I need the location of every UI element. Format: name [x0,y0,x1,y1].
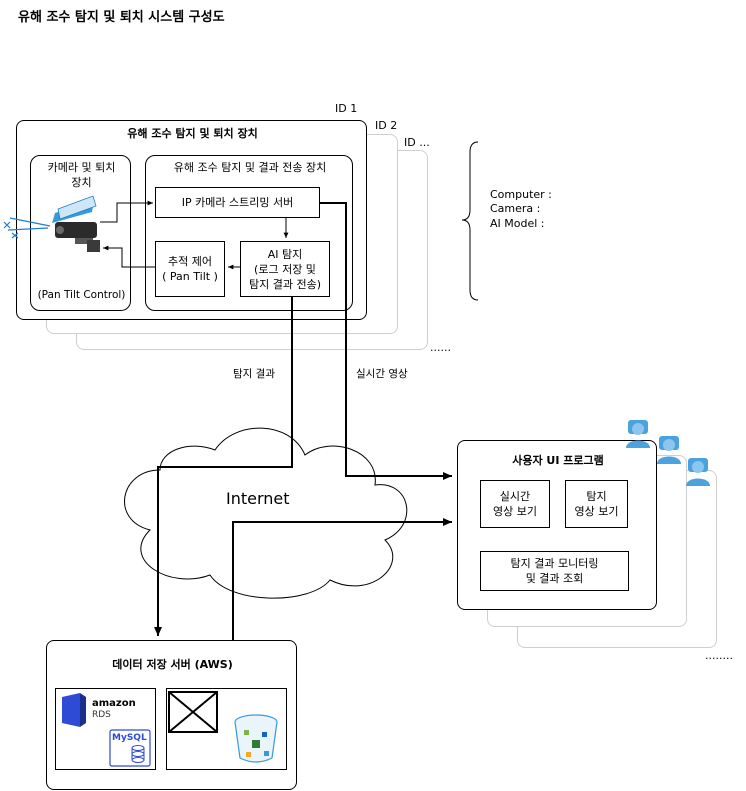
spec-camera: Camera : [490,202,541,215]
streaming-server-box: IP 카메라 스트리밍 서버 [155,187,320,218]
id-label-more: ID ... [404,136,430,149]
mysql-label: MySQL [112,733,147,743]
page-title: 유해 조수 탐지 및 퇴치 시스템 구성도 [18,10,225,25]
user-icon-1 [626,420,650,448]
user-icon-2 [657,436,681,464]
user-more-dots: ........ [705,649,733,662]
internet-label: Internet [226,489,290,508]
server-to-user-flow [232,518,452,640]
camera-box-title: 카메라 및 퇴치 장치 [47,161,116,189]
camera-icon [3,195,100,252]
server-title: 데이터 저장 서버 (AWS) [112,658,233,671]
internet-cloud [124,427,408,599]
amazon-logo-text: amazon [92,698,136,709]
spec-ai-model: AI Model : [490,217,545,230]
live-video-flow [320,202,452,480]
tracking-control-box: 추적 제어 ( Pan Tilt ) [155,241,225,297]
device-panel-title: 유해 조수 탐지 및 퇴치 장치 [127,127,258,140]
edge-label-detect-result: 탐지 결과 [233,368,275,380]
amazon-rds-icon [62,693,151,767]
detect-box-title: 유해 조수 탐지 및 결과 전송 장치 [173,161,327,174]
device-more-dots: ...... [430,341,451,354]
detect-view-box: 탐지 영상 보기 [565,480,628,528]
spec-brace [461,141,479,301]
camera-box-caption: (Pan Tilt Control) [37,289,126,301]
camera-to-stream-arrow [100,200,153,223]
live-view-box: 실시간 영상 보기 [480,480,550,528]
id-label-2: ID 2 [375,119,398,132]
broken-image-icon [168,691,218,733]
user-program-title: 사용자 UI 프로그램 [512,454,604,467]
spec-computer: Computer : [490,188,552,201]
detect-result-flow [154,297,293,636]
storage-bucket-icon [234,714,278,763]
ai-detection-box: AI 탐지 (로그 저장 및 탐지 결과 전송) [240,241,330,297]
id-label-1: ID 1 [335,102,358,115]
tracking-to-camera-arrow [103,245,155,268]
monitoring-box: 탐지 결과 모니터링 및 결과 조회 [480,551,629,591]
rds-label: RDS [92,710,111,720]
user-icon-3 [686,458,710,486]
edge-label-live-video: 실시간 영상 [356,368,408,380]
